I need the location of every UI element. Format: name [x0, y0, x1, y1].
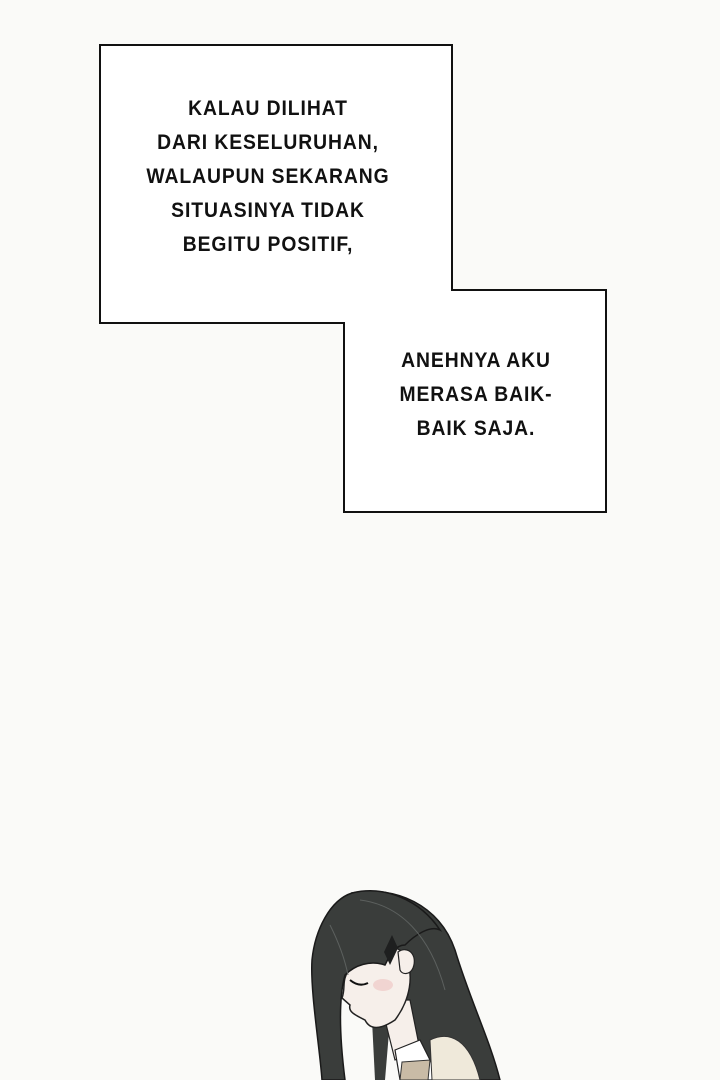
caption-line: BAIK SAJA. [416, 417, 536, 440]
caption-line: KALAU DILIHAT [188, 97, 348, 120]
caption-line: WALAUPUN SEKARANG [146, 165, 390, 188]
caption-line: ANEHNYA AKU [401, 349, 551, 372]
caption-line: DARI KESELURUHAN, [157, 131, 379, 154]
caption-box-2: ANEHNYA AKU MERASA BAIK- BAIK SAJA. [371, 344, 581, 446]
caption-box-1: KALAU DILIHAT DARI KESELURUHAN, WALAUPUN… [130, 92, 406, 262]
caption-line: MERASA BAIK- [399, 383, 553, 406]
caption-line: SITUASINYA TIDAK [171, 199, 365, 222]
caption-line: BEGITU POSITIF, [182, 233, 354, 256]
